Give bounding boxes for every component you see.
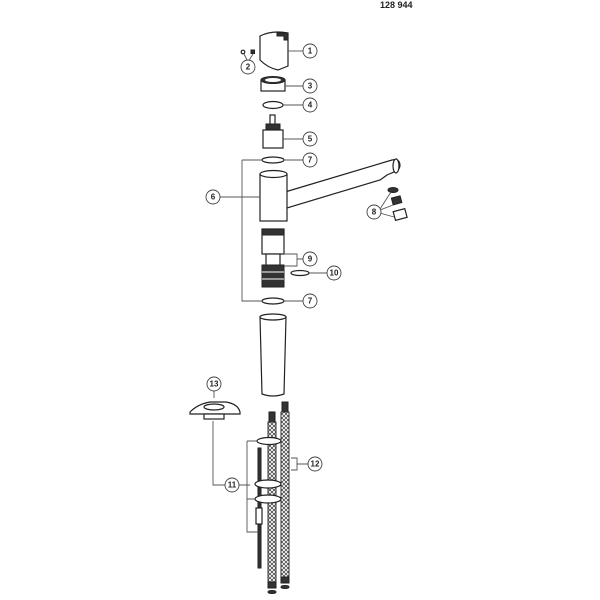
callout-label: 10 (330, 269, 339, 278)
callout-label: 7 (308, 297, 313, 306)
callout-label: 3 (308, 82, 313, 91)
callout-label: 9 (308, 255, 313, 264)
callout-12: 12 (307, 456, 323, 472)
part-1-handle (259, 31, 289, 71)
part-8-aerator (387, 187, 408, 222)
part-7-seal-lower (261, 297, 285, 305)
callout-2: 2 (240, 59, 256, 75)
part-11-fixing-set (254, 436, 282, 569)
callout-1: 1 (302, 43, 318, 59)
part-5-cartridge (262, 114, 284, 149)
callout-label: 13 (210, 380, 219, 389)
callout-11: 11 (224, 477, 240, 493)
part-6-body-spout (259, 158, 401, 222)
callout-13: 13 (206, 376, 222, 392)
part-10-o-ring (290, 269, 310, 277)
callout-7-upper: 7 (302, 152, 318, 168)
leader-lines (212, 50, 395, 533)
callout-label: 7 (308, 156, 313, 165)
callout-9: 9 (302, 251, 318, 267)
callout-4: 4 (302, 97, 318, 113)
callout-8: 8 (366, 204, 382, 220)
callout-7-lower: 7 (302, 293, 318, 309)
callout-label: 2 (246, 63, 251, 72)
part-9-connector (261, 228, 285, 288)
part-4-ring (262, 100, 284, 110)
part-13-flange (189, 401, 241, 420)
document-number: 128 944 (380, 0, 413, 10)
callout-5: 5 (302, 131, 318, 147)
base-tube (259, 313, 287, 397)
callout-label: 5 (308, 135, 313, 144)
part-7-seal-upper (261, 156, 285, 164)
callout-label: 6 (211, 193, 216, 202)
callout-label: 4 (308, 101, 313, 110)
callout-label: 12 (311, 460, 320, 469)
callout-label: 11 (228, 481, 237, 490)
callout-10: 10 (326, 265, 342, 281)
callout-label: 1 (308, 47, 313, 56)
callout-6: 6 (205, 189, 221, 205)
callout-label: 8 (372, 208, 377, 217)
callout-3: 3 (302, 78, 318, 94)
part-2-screws (240, 49, 255, 55)
part-3-cap-ring (260, 76, 286, 92)
